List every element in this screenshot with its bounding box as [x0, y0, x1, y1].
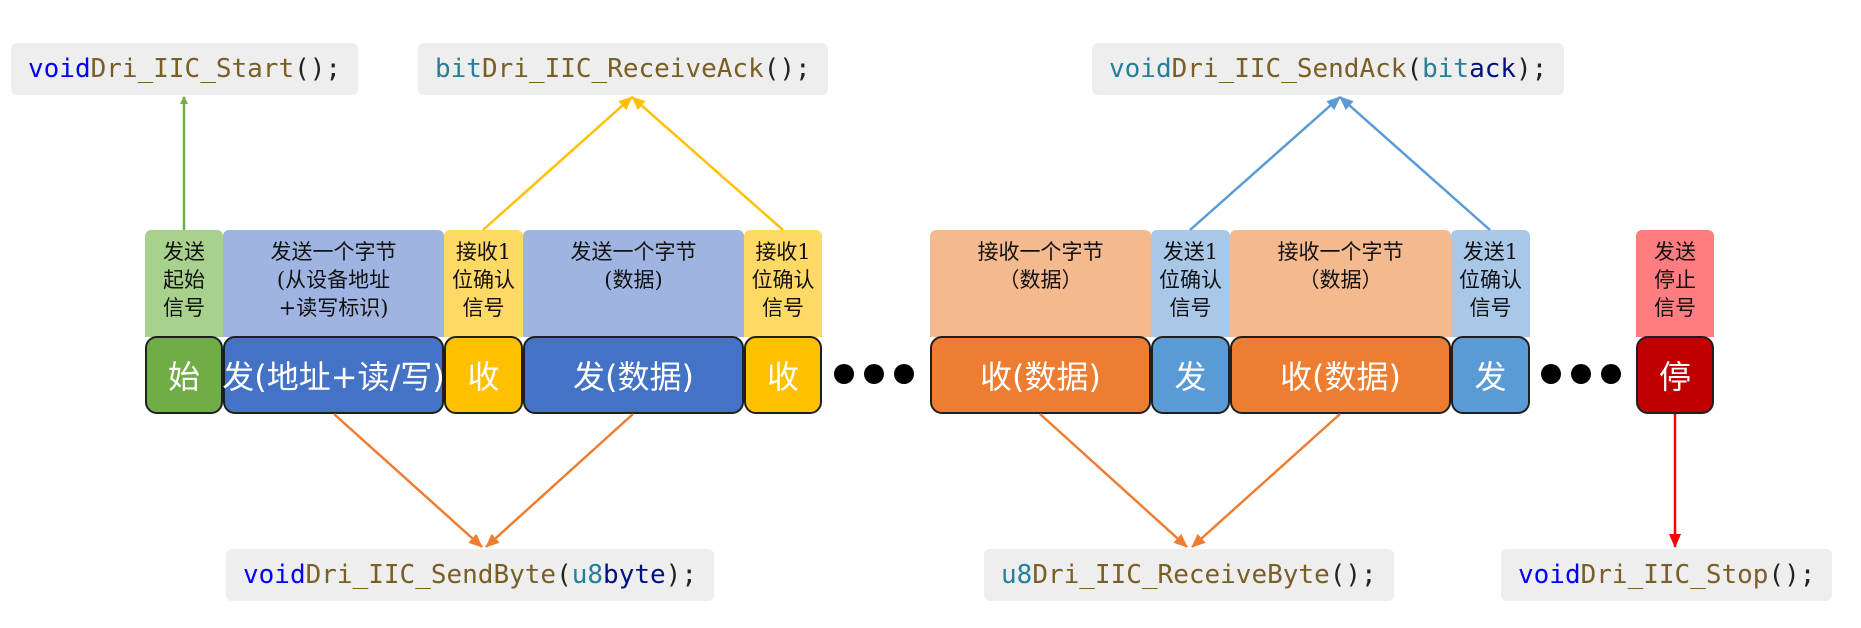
param-name: byte: [603, 560, 666, 590]
segment-receive-ack: 收: [744, 336, 822, 414]
punctuation: );: [1516, 54, 1548, 84]
return-type: bit: [435, 54, 482, 84]
segment-receive-data: 收(数据): [1230, 336, 1451, 414]
punctuation: (: [556, 560, 572, 590]
segment-description-send-address: 发送一个字节 (从设备地址 +读写标识): [223, 230, 444, 337]
arrow-byte-to-function: [1039, 413, 1188, 548]
segment-description-stop: 发送 停止 信号: [1636, 230, 1714, 337]
segment-send-data: 发(数据): [523, 336, 744, 414]
code-start: void Dri_IIC_Start();: [11, 43, 359, 95]
segment-description-receive-ack: 接收1 位确认 信号: [744, 230, 822, 337]
arrow-ack-to-function: [482, 96, 633, 231]
ellipsis-dot: [1601, 364, 1621, 384]
segment-send-address: 发(地址+读/写): [222, 336, 445, 414]
segment-description-send-ack: 发送1 位确认 信号: [1151, 230, 1230, 337]
segment-description-start: 发送 起始 信号: [145, 230, 223, 337]
segment-description-receive-ack: 接收1 位确认 信号: [444, 230, 523, 337]
return-type: void: [243, 560, 306, 590]
code-send-ack: void Dri_IIC_SendAck(bit ack);: [1092, 43, 1565, 95]
punctuation: );: [665, 560, 697, 590]
return-type: void: [28, 54, 91, 84]
punctuation: ();: [294, 54, 342, 84]
ellipsis-dot: [894, 364, 914, 384]
arrow-ack-to-function: [1189, 96, 1341, 231]
punctuation: ();: [763, 54, 811, 84]
param-type: bit: [1422, 54, 1470, 84]
segment-description-receive-data: 接收一个字节 （数据）: [930, 230, 1151, 337]
segment-description-send-ack: 发送1 位确认 信号: [1451, 230, 1530, 337]
punctuation: (: [1406, 54, 1423, 84]
return-type: u8: [1001, 560, 1033, 590]
segment-receive-ack: 收: [444, 336, 523, 414]
ellipsis-dot: [1571, 364, 1591, 384]
segment-receive-data: 收(数据): [930, 336, 1151, 414]
code-receive-byte: u8 Dri_IIC_ReceiveByte();: [984, 549, 1394, 601]
ellipsis-dot: [1541, 364, 1561, 384]
function-name: Dri_IIC_Start: [90, 54, 295, 84]
param-name: ack: [1469, 54, 1517, 84]
function-name: Dri_IIC_ReceiveAck: [481, 54, 764, 84]
arrow-ack-to-function: [1339, 96, 1491, 231]
arrow-ack-to-function: [631, 96, 784, 231]
function-name: Dri_IIC_SendByte: [305, 560, 557, 590]
segment-stop: 停: [1636, 336, 1714, 414]
arrow-byte-to-function: [485, 413, 634, 548]
return-type: void: [1109, 54, 1172, 84]
segment-description-send-data: 发送一个字节 (数据): [523, 230, 744, 337]
segment-send-ack: 发: [1451, 336, 1530, 414]
segment-start: 始: [145, 336, 223, 414]
param-type: u8: [571, 560, 604, 590]
punctuation: ();: [1329, 560, 1377, 590]
return-type: void: [1518, 560, 1581, 590]
code-receive-ack: bit Dri_IIC_ReceiveAck();: [418, 43, 828, 95]
punctuation: ();: [1768, 560, 1816, 590]
code-send-byte: void Dri_IIC_SendByte(u8 byte);: [226, 549, 714, 601]
arrow-byte-to-function: [1191, 413, 1341, 548]
segment-send-ack: 发: [1151, 336, 1230, 414]
code-stop: void Dri_IIC_Stop();: [1501, 549, 1833, 601]
function-name: Dri_IIC_Stop: [1580, 560, 1769, 590]
ellipsis-dot: [834, 364, 854, 384]
function-name: Dri_IIC_ReceiveByte: [1032, 560, 1330, 590]
ellipsis-dot: [864, 364, 884, 384]
arrow-byte-to-function: [333, 413, 483, 548]
function-name: Dri_IIC_SendAck: [1171, 54, 1407, 84]
segment-description-receive-data: 接收一个字节 （数据）: [1230, 230, 1451, 337]
